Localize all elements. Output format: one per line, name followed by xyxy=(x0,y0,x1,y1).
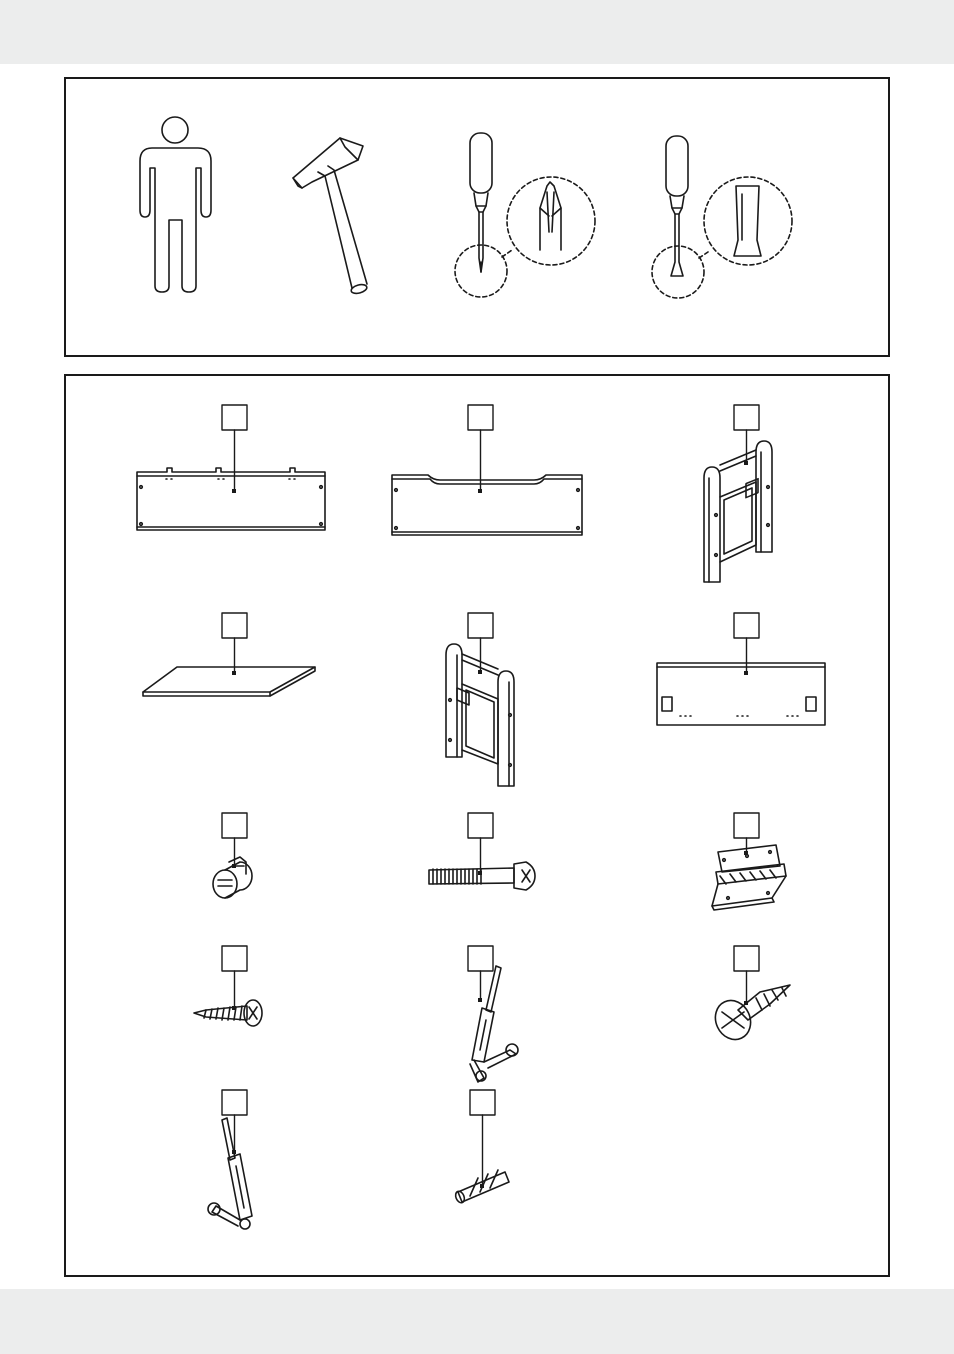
right-side-frame-icon xyxy=(703,440,773,583)
hammer-icon xyxy=(292,137,368,295)
hinge-icon xyxy=(711,844,787,911)
bottom-board-icon xyxy=(142,666,316,697)
connector-bolt-icon xyxy=(428,861,536,891)
page-header-band xyxy=(0,0,954,64)
back-panel-with-notches-icon xyxy=(136,467,326,531)
cam-lock-nut-icon xyxy=(212,856,253,899)
wooden-dowel-icon xyxy=(454,1169,510,1204)
left-side-frame-icon xyxy=(445,643,515,787)
part-label-boxes xyxy=(221,404,760,1187)
parts-panel xyxy=(64,374,890,1277)
page-footer-band xyxy=(0,1289,954,1354)
short-screw-icon xyxy=(714,984,791,1041)
lid-board-icon xyxy=(656,662,826,726)
wood-screw-icon xyxy=(193,999,263,1027)
flathead-screwdriver-icon xyxy=(651,135,793,299)
lid-stay-left-icon xyxy=(207,1117,253,1230)
lid-stay-right-icon xyxy=(469,965,519,1083)
leader-dots xyxy=(232,461,748,1188)
tools-panel xyxy=(64,77,890,357)
person-icon xyxy=(139,116,212,293)
front-panel-with-cutout-icon xyxy=(391,474,583,536)
phillips-screwdriver-icon xyxy=(454,132,596,298)
